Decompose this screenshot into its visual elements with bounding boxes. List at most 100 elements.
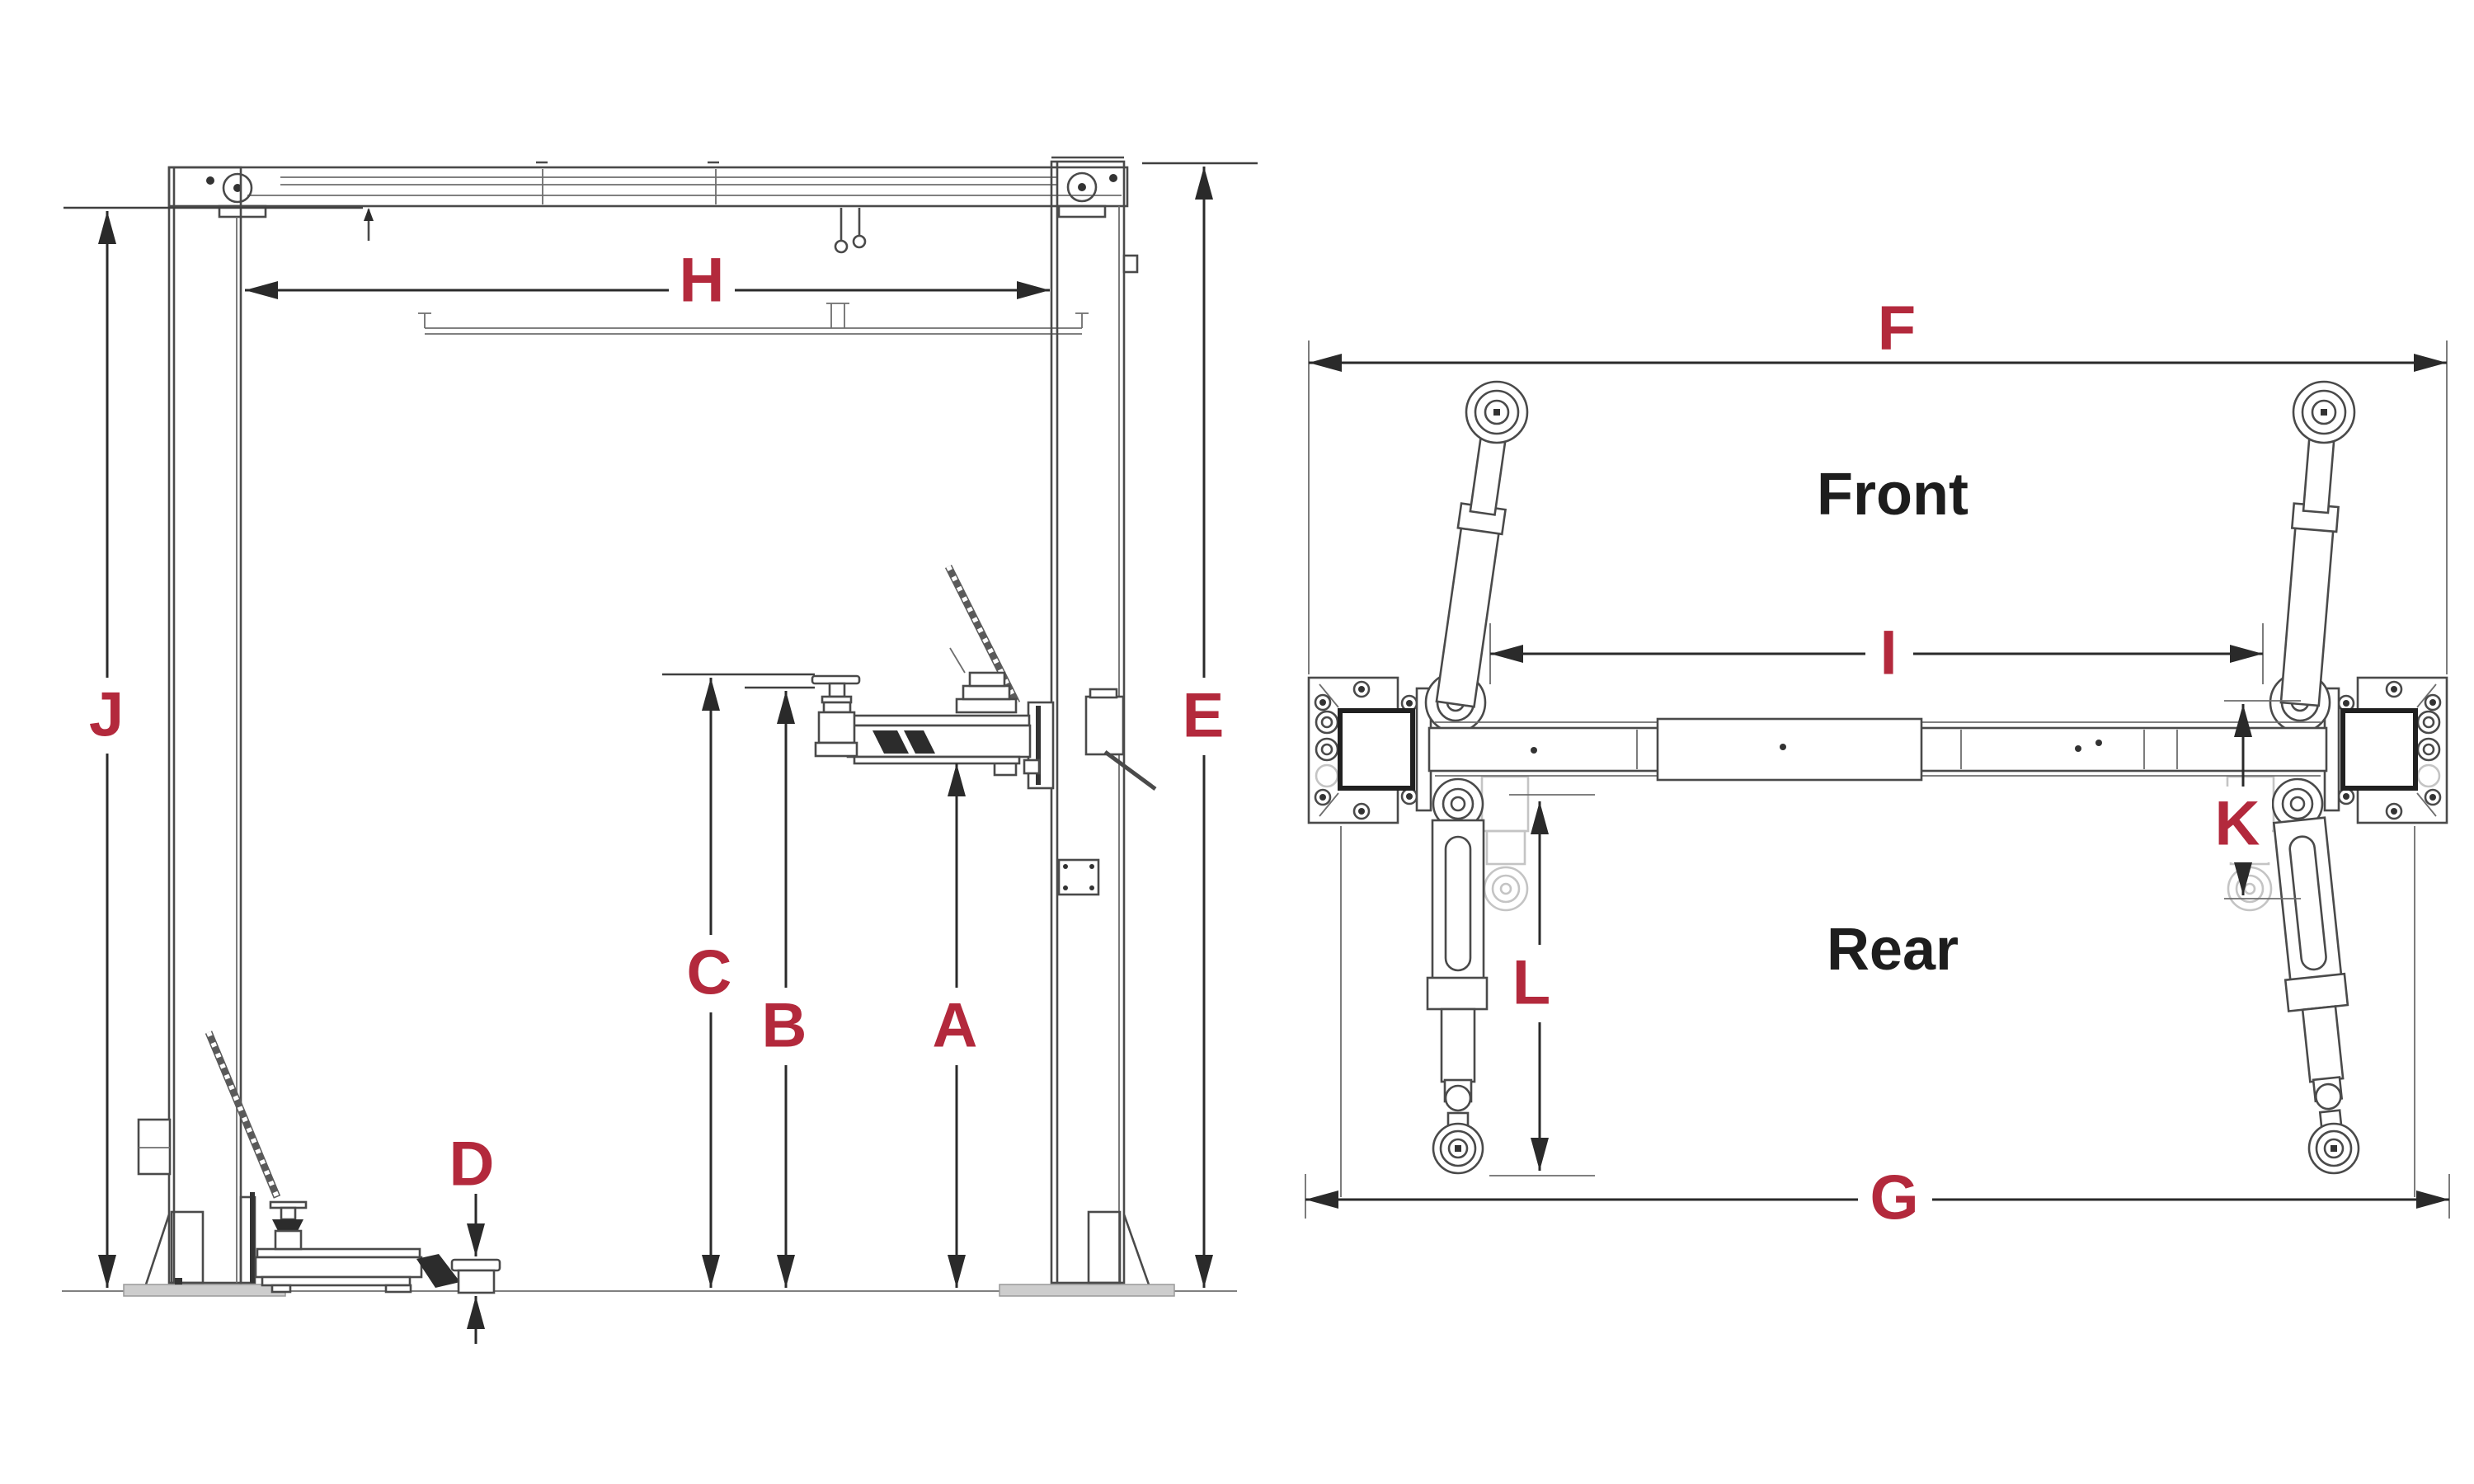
front-arm-upper xyxy=(2302,434,2335,514)
front-pad-center xyxy=(1493,409,1500,416)
beam-joint-caps xyxy=(536,156,1124,164)
rear-pad-center xyxy=(1455,1145,1461,1152)
latch-bolt-2 xyxy=(1089,864,1094,869)
plan-top-view xyxy=(1305,340,2450,1219)
raised-pad-tbar xyxy=(811,674,861,685)
front-pad-ring xyxy=(2301,389,2347,435)
beam-bolt xyxy=(1531,747,1537,754)
front-pad-left xyxy=(1465,380,1529,444)
bolt xyxy=(2385,680,2403,698)
right-baseplate xyxy=(999,1284,1175,1297)
right-pulley xyxy=(1066,171,1098,203)
rear-arm-joint xyxy=(1444,1084,1472,1112)
f-extension-lines xyxy=(1308,340,2448,674)
bolt-core xyxy=(2391,808,2397,815)
lowered-arm-foot xyxy=(270,1284,292,1294)
mask-c xyxy=(676,935,742,1012)
breaker-box xyxy=(137,1118,172,1176)
bolt xyxy=(2424,693,2442,711)
front-pad-right xyxy=(2292,380,2356,444)
dim-label-b: B xyxy=(762,991,807,1061)
raised-arm-adapter xyxy=(872,730,909,754)
right-column-section xyxy=(2340,708,2418,791)
left-pulley-bolt xyxy=(206,176,214,185)
bolt xyxy=(1314,693,1332,711)
front-arm-right xyxy=(2279,434,2340,707)
label-masks xyxy=(73,244,2272,1237)
adapter-stack-1 xyxy=(955,697,1018,714)
dim-label-d: D xyxy=(449,1129,495,1200)
raised-pad-base xyxy=(814,741,858,758)
left-base-brace xyxy=(144,1214,171,1285)
cable-hanger-end xyxy=(834,239,849,254)
arm-end-tab-2 xyxy=(1023,758,1041,775)
adapter-stack-2 xyxy=(962,684,1011,701)
column-tab xyxy=(1122,254,1139,274)
beam-bolt xyxy=(1780,744,1786,750)
rear-arm-pivot-pin xyxy=(1450,796,1466,812)
rear-arm-tube xyxy=(2272,816,2343,985)
raised-arm-body xyxy=(846,724,1032,758)
mask-j xyxy=(73,678,139,754)
shutoff-bar xyxy=(418,303,1089,335)
front-pad-ring xyxy=(1474,389,1520,435)
beam-bolt xyxy=(2095,740,2102,746)
bolt xyxy=(1352,802,1371,820)
dim-label-c: C xyxy=(687,938,732,1008)
right-base-brace xyxy=(1122,1214,1150,1285)
annotation-rear: Rear xyxy=(1827,917,1959,983)
rear-arm-pivot-ring xyxy=(1442,787,1475,820)
cable-hangers xyxy=(840,208,861,241)
bolt-core xyxy=(1319,794,1326,801)
mask-k xyxy=(2204,787,2272,862)
side-dimensions xyxy=(63,162,1258,1344)
rear-arm-right-tube-group xyxy=(2272,816,2349,1132)
left-pulley-axle xyxy=(233,184,242,192)
ghost-bracket xyxy=(1480,775,1530,833)
rear-pad-center xyxy=(2331,1145,2337,1152)
lowered-arm-lower xyxy=(261,1275,412,1287)
anchor-ring-core xyxy=(2422,716,2435,729)
anchor-ring-core xyxy=(2422,743,2435,756)
dim-label-k: K xyxy=(2215,789,2260,859)
bolt-core xyxy=(2391,686,2397,693)
ghost-pad xyxy=(2227,866,2273,912)
ghost-arm-left xyxy=(1480,775,1530,912)
rear-pad-ring xyxy=(2315,1129,2353,1167)
adapter-stack-3 xyxy=(968,671,1006,688)
raised-pad-cyl xyxy=(822,701,852,714)
stored-pad-adapter xyxy=(272,1219,303,1231)
mask-i xyxy=(1865,615,1913,693)
cross-beam xyxy=(1427,717,2328,782)
dim-label-f: F xyxy=(1878,294,1916,364)
left-cylinder xyxy=(205,1031,281,1199)
bolt-core xyxy=(1358,686,1365,693)
bolt xyxy=(1314,788,1332,806)
bolt-core xyxy=(2429,699,2436,706)
lowered-arm-body xyxy=(254,1256,423,1279)
lowered-arm-link xyxy=(416,1254,460,1288)
rear-arm-inner xyxy=(1440,1007,1476,1083)
raised-pad-stem xyxy=(828,682,846,698)
raised-arm-adapter-2 xyxy=(904,730,935,754)
ghost-pad xyxy=(1483,866,1529,912)
mask-b xyxy=(751,988,817,1065)
beam-outline xyxy=(167,166,1129,208)
dim-label-l: L xyxy=(1512,948,1550,1018)
front-pad-ring-2 xyxy=(1484,399,1510,425)
front-pad-center xyxy=(2321,409,2327,416)
latch-bolt-3 xyxy=(1063,885,1068,890)
rear-arm-slot xyxy=(1444,835,1472,972)
rear-arm-slot xyxy=(2288,835,2327,971)
dim-label-j: J xyxy=(89,680,124,750)
mask-l xyxy=(1498,945,1566,1022)
rear-arm-tube xyxy=(1431,819,1485,984)
rear-arm-joint xyxy=(2315,1082,2342,1111)
bolt xyxy=(2424,788,2442,806)
right-base-gusset xyxy=(1087,1210,1122,1284)
ghost-pad-ring xyxy=(1491,874,1521,904)
ghost-collar xyxy=(1485,829,1526,866)
raised-arm-lip xyxy=(853,755,1021,765)
right-plate-bevels xyxy=(2416,683,2437,817)
